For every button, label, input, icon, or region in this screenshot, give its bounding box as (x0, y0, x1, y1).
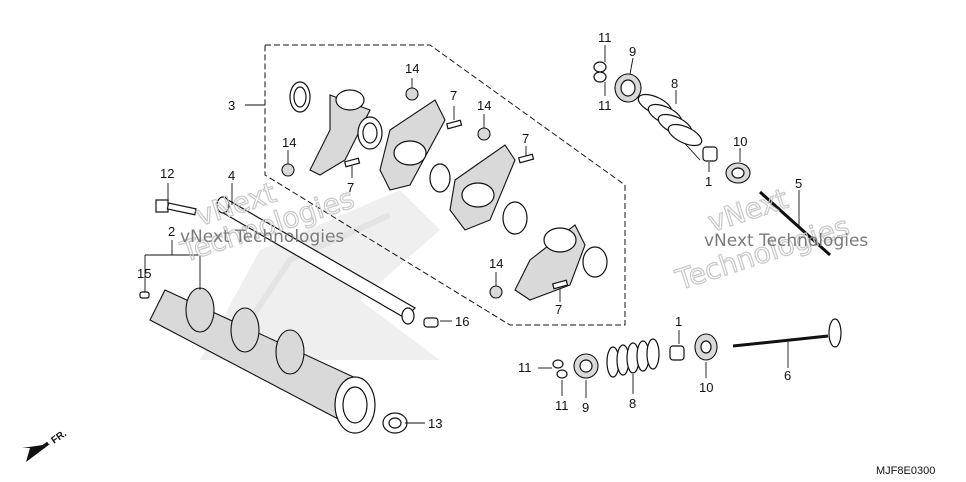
callout-11c: 11 (518, 360, 532, 375)
callout-7c: 7 (522, 131, 529, 146)
pin-16 (423, 317, 439, 328)
callout-7d: 7 (555, 302, 562, 317)
dowel-pin-15 (139, 291, 150, 299)
leader-lines (144, 45, 800, 424)
callout-10b: 10 (699, 380, 713, 395)
callout-14c: 14 (477, 98, 491, 113)
callout-11b: 11 (598, 98, 612, 113)
callout-3: 3 (228, 98, 235, 113)
callout-14d: 14 (489, 256, 503, 271)
callout-1b: 1 (675, 314, 682, 329)
bolt-12 (155, 199, 197, 216)
front-direction-arrow: FR. (22, 428, 69, 462)
callout-13: 13 (428, 416, 442, 431)
rocker-arm-assembly-box (264, 44, 626, 326)
rocker-arms-group (289, 81, 608, 301)
callout-16: 16 (455, 314, 469, 329)
callout-7b: 7 (347, 180, 354, 195)
callout-11a: 11 (598, 30, 612, 45)
diagram-reference-code: MJF8E0300 (876, 465, 935, 477)
callout-7a: 7 (450, 88, 457, 103)
callout-15: 15 (137, 266, 151, 281)
callout-1a: 1 (705, 174, 712, 189)
callout-5: 5 (795, 176, 802, 191)
callout-2: 2 (168, 224, 175, 239)
watermark-text-right: vNext Technologies (704, 231, 868, 251)
callout-8a: 8 (671, 76, 678, 91)
upper-valve-assembly (593, 61, 832, 257)
callout-14b: 14 (282, 135, 296, 150)
bolts-and-nuts-group (281, 87, 569, 299)
camshaft (149, 287, 376, 434)
watermark-text-left: vNext Technologies (180, 227, 344, 247)
callout-9a: 9 (629, 44, 636, 59)
callout-10a: 10 (733, 134, 747, 149)
callout-9b: 9 (582, 400, 589, 415)
callout-12: 12 (160, 166, 174, 181)
rocker-shaft (216, 196, 416, 325)
callout-11d: 11 (555, 398, 569, 413)
callout-4: 4 (228, 168, 235, 183)
callout-8b: 8 (629, 396, 636, 411)
callout-14a: 14 (405, 61, 419, 76)
lower-valve-assembly (552, 318, 842, 379)
sealing-plug-13 (382, 412, 408, 434)
front-arrow-label: FR. (49, 428, 69, 446)
callout-6: 6 (784, 368, 791, 383)
